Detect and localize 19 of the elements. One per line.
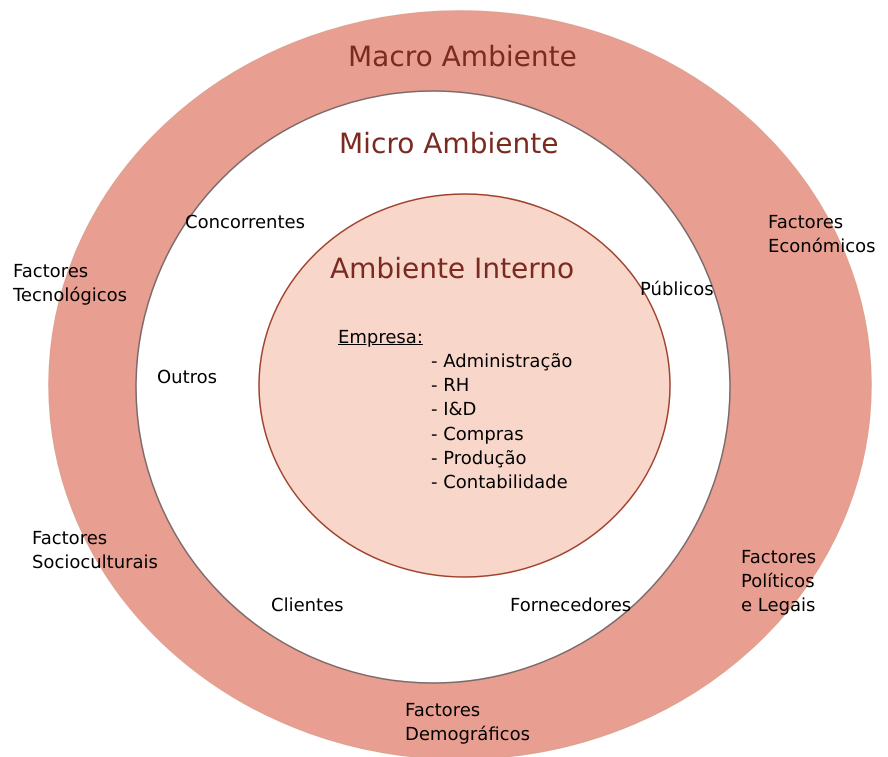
list-item: - I&D	[431, 399, 476, 420]
list-item: - RH	[431, 375, 470, 396]
list-item: - Compras	[431, 424, 524, 445]
heading-text: Empresa:	[338, 327, 423, 348]
circle-title: Micro Ambiente	[339, 127, 558, 160]
list-item: - Contabilidade	[431, 472, 568, 493]
factor-label: Factores Socioculturais	[32, 527, 159, 575]
factor-label: Factores Políticos e Legais	[741, 546, 818, 618]
factor-label: Factores Demográficos	[405, 699, 531, 747]
factor-label: Clientes	[271, 594, 345, 618]
factor-label: Factores Económicos	[768, 211, 877, 259]
ring-title: Macro Ambiente	[348, 40, 577, 73]
circle-title: Ambiente Interno	[330, 252, 574, 285]
factor-label: Outros	[157, 366, 218, 390]
factor-label: Concorrentes	[185, 211, 306, 235]
factor-label: Fornecedores	[510, 594, 632, 618]
list-item: - Administração	[431, 351, 572, 372]
list-item: - Produção	[431, 448, 527, 469]
factor-label: Factores Tecnológicos	[13, 260, 128, 308]
